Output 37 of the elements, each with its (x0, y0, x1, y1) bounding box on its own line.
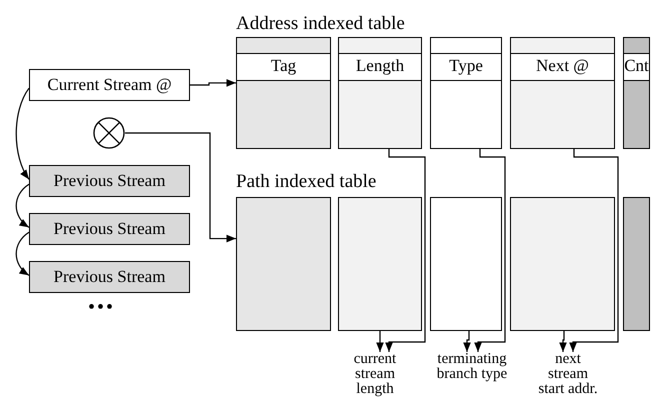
arrow (125, 132, 236, 242)
arrow (474, 149, 506, 352)
column-header: Cnt (624, 53, 649, 81)
table-title: Path indexed table (236, 172, 376, 192)
output-label: next stream start addr. (535, 352, 601, 400)
stream-register: Previous Stream (29, 213, 190, 245)
column-header: Type (431, 53, 501, 81)
table-title: Address indexed table (236, 14, 405, 34)
table-column (236, 37, 331, 149)
arrow (463, 331, 471, 352)
table-column (510, 197, 615, 331)
table-column (338, 37, 422, 149)
arrow (16, 88, 30, 180)
table-column (236, 197, 331, 331)
output-label: current stream length (345, 352, 405, 400)
table-column (430, 197, 502, 331)
table-column (623, 37, 650, 149)
arrow (559, 331, 567, 352)
arrow (569, 149, 619, 352)
arrow (376, 331, 384, 352)
arrow (385, 149, 426, 352)
stream-register: Current Stream @ (29, 69, 190, 101)
stream-register: Previous Stream (29, 165, 190, 197)
xor-symbol (93, 117, 125, 149)
arrow (16, 232, 30, 276)
arrow (190, 79, 236, 87)
column-header: Next @ (511, 53, 614, 81)
stream-register: Previous Stream (29, 261, 190, 293)
column-header: Tag (237, 53, 330, 81)
table-column (430, 37, 502, 149)
ellipsis: ••• (88, 296, 116, 319)
table-column (623, 197, 650, 331)
column-header: Length (339, 53, 421, 81)
arrow (16, 184, 30, 228)
output-label: terminating branch type (432, 352, 512, 400)
table-column (510, 37, 615, 149)
table-column (338, 197, 422, 331)
